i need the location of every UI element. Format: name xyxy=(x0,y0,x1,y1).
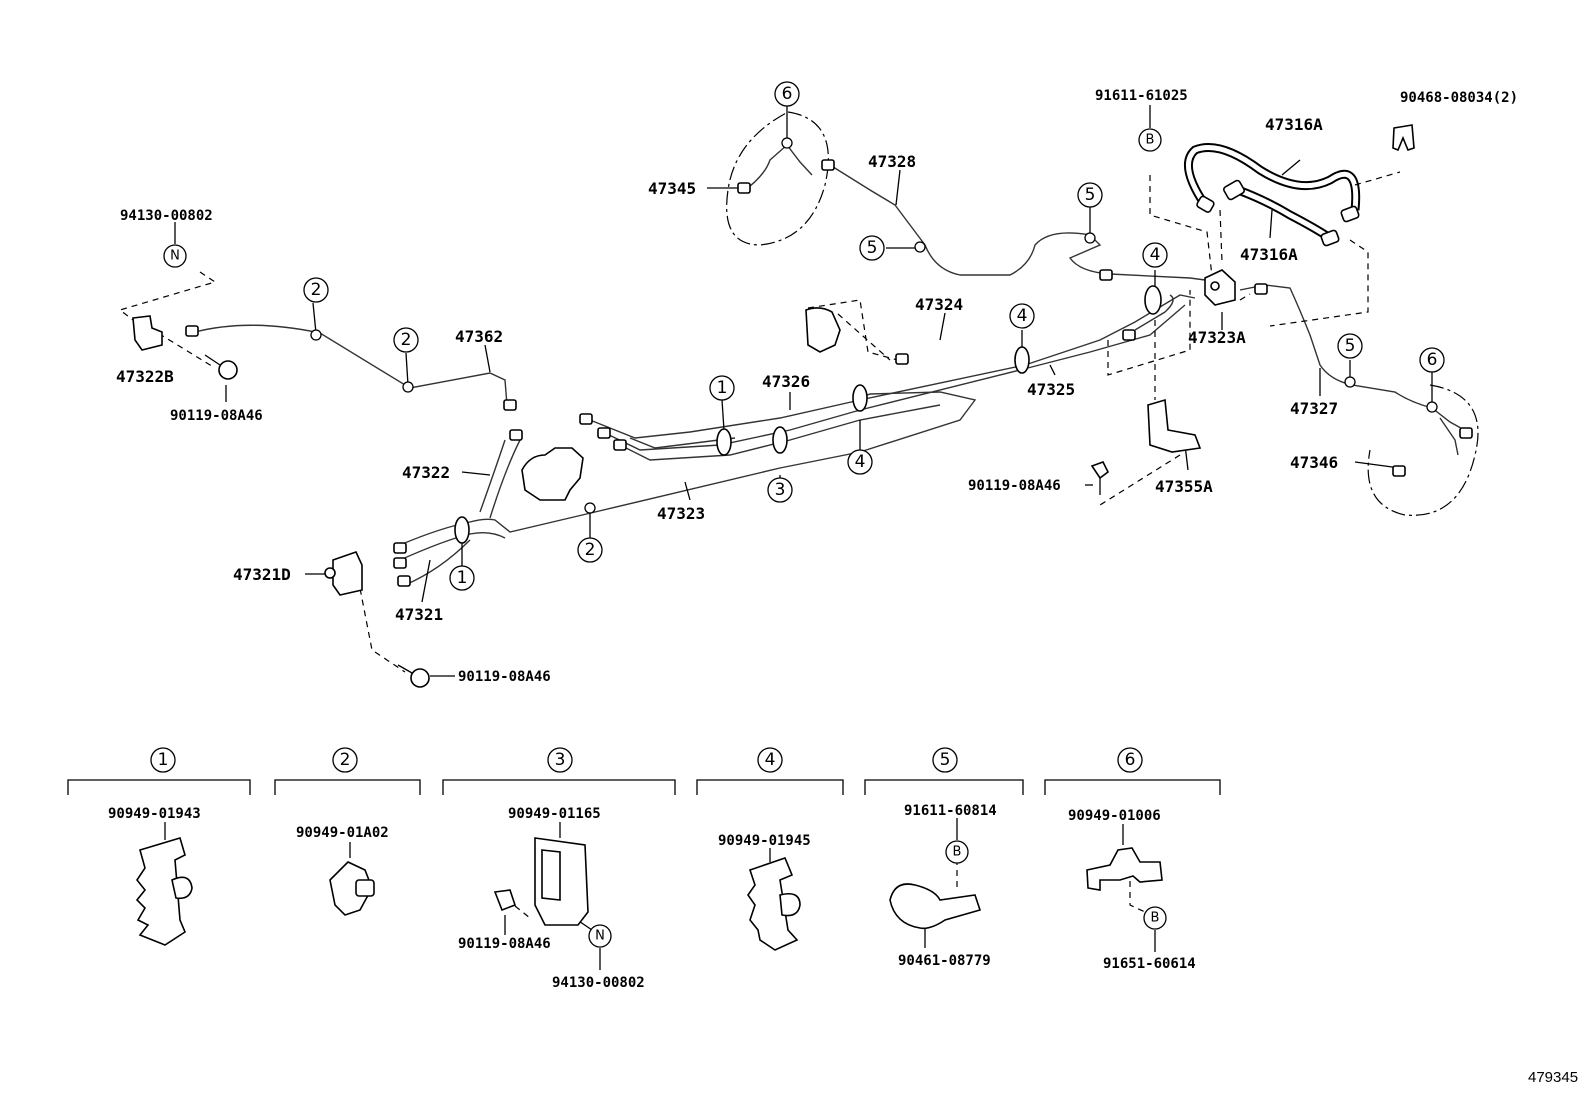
label-47325: 47325 xyxy=(1027,380,1075,399)
legend-4-part: 90949-01945 xyxy=(718,833,811,849)
svg-text:4: 4 xyxy=(1150,245,1161,265)
svg-text:4: 4 xyxy=(765,750,776,770)
label-90119-08A46-a: 90119-08A46 xyxy=(170,408,263,424)
svg-text:6: 6 xyxy=(1427,350,1438,370)
svg-text:N: N xyxy=(170,249,180,264)
legend-5-part-a: 91611-60814 xyxy=(904,803,997,819)
svg-text:3: 3 xyxy=(555,750,566,770)
callout-2-c: 2 xyxy=(577,537,603,563)
legend-1-part: 90949-01943 xyxy=(108,806,201,822)
legend-B-5: B xyxy=(945,840,969,864)
svg-text:1: 1 xyxy=(158,750,169,770)
flex-hose-47316A xyxy=(1184,143,1361,247)
svg-text:5: 5 xyxy=(940,750,951,770)
svg-text:2: 2 xyxy=(311,280,322,300)
legend-callout-6: 6 xyxy=(1117,747,1143,773)
label-91611-61025: 91611-61025 xyxy=(1095,88,1188,104)
callout-5-b: 5 xyxy=(859,235,885,261)
label-47321: 47321 xyxy=(395,605,443,624)
callout-6-a: 6 xyxy=(774,81,800,107)
label-47362: 47362 xyxy=(455,327,503,346)
label-94130-00802: 94130-00802 xyxy=(120,208,213,224)
svg-text:4: 4 xyxy=(855,452,866,472)
part-labels: 94130-00802 47322B 90119-08A46 47362 473… xyxy=(116,88,1518,685)
clip-4-shape xyxy=(747,856,799,951)
label-47346: 47346 xyxy=(1290,453,1338,472)
svg-text:N: N xyxy=(595,929,605,944)
callout-B-top: B xyxy=(1138,128,1162,152)
label-90119-08A46-c: 90119-08A46 xyxy=(968,478,1061,494)
label-47322: 47322 xyxy=(402,463,450,482)
label-47323: 47323 xyxy=(657,504,705,523)
callout-5-c: 5 xyxy=(1337,333,1363,359)
callout-4-b: 4 xyxy=(1009,303,1035,329)
diagram-ref-number: 479345 xyxy=(1528,1069,1578,1086)
svg-text:6: 6 xyxy=(782,84,793,104)
legend-6-part-a: 90949-01006 xyxy=(1068,808,1161,824)
svg-text:B: B xyxy=(953,845,962,860)
callout-4-a: 4 xyxy=(847,449,873,475)
svg-text:5: 5 xyxy=(1345,336,1356,356)
clip-5-shape xyxy=(889,883,982,930)
callout-2-a: 2 xyxy=(303,277,329,303)
svg-text:6: 6 xyxy=(1125,750,1136,770)
callout-4-c: 4 xyxy=(1142,242,1168,268)
front-left-wheel-outline xyxy=(726,111,829,246)
callout-1-b: 1 xyxy=(709,375,735,401)
svg-text:1: 1 xyxy=(457,568,468,588)
legend-3-part-a: 90949-01165 xyxy=(508,806,601,822)
svg-text:2: 2 xyxy=(585,540,596,560)
legend-callout-1: 1 xyxy=(150,747,176,773)
callout-2-b: 2 xyxy=(393,327,419,353)
label-47327: 47327 xyxy=(1290,399,1338,418)
legend-6-part-b: 91651-60614 xyxy=(1103,956,1196,972)
legend-3-part-b: 90119-08A46 xyxy=(458,936,551,952)
callout-3: 3 xyxy=(767,477,793,503)
legend-N: N xyxy=(588,924,612,948)
label-47316A-top: 47316A xyxy=(1265,115,1323,134)
label-90468-08034: 90468-08034(2) xyxy=(1400,90,1518,106)
svg-text:B: B xyxy=(1151,911,1160,926)
callouts: 2 2 1 2 1 3 4 4 4 5 5 5 6 6 N B xyxy=(163,81,1445,591)
label-47355A: 47355A xyxy=(1155,477,1213,496)
part-shapes xyxy=(132,124,1415,688)
svg-text:1: 1 xyxy=(717,378,728,398)
legend-3-part-c: 94130-00802 xyxy=(552,975,645,991)
label-47323A: 47323A xyxy=(1188,328,1246,347)
callout-N-top: N xyxy=(163,244,187,268)
legend-B-6: B xyxy=(1143,906,1167,930)
rear-right-wheel-outline xyxy=(1367,384,1479,516)
label-leaders xyxy=(174,105,1433,677)
label-47321D: 47321D xyxy=(233,565,291,584)
label-47324: 47324 xyxy=(915,295,963,314)
label-90119-08A46-b: 90119-08A46 xyxy=(458,669,551,685)
legend-callout-4: 4 xyxy=(757,747,783,773)
svg-text:3: 3 xyxy=(775,480,786,500)
clip-6-shape xyxy=(1086,847,1163,891)
svg-text:2: 2 xyxy=(401,330,412,350)
label-47316A-mid: 47316A xyxy=(1240,245,1298,264)
legend: 1 2 3 4 5 6 90949-01943 90949-01A02 9094… xyxy=(67,747,1221,991)
callout-1-a: 1 xyxy=(449,565,475,591)
clip-2-shape xyxy=(329,861,373,916)
svg-text:5: 5 xyxy=(867,238,878,258)
callout-5-a: 5 xyxy=(1077,182,1103,208)
label-47328: 47328 xyxy=(868,152,916,171)
label-47322B: 47322B xyxy=(116,367,174,386)
legend-5-part-b: 90461-08779 xyxy=(898,953,991,969)
legend-callout-5: 5 xyxy=(932,747,958,773)
svg-text:4: 4 xyxy=(1017,306,1028,326)
callout-6-b: 6 xyxy=(1419,347,1445,373)
legend-callout-2: 2 xyxy=(332,747,358,773)
label-47345: 47345 xyxy=(648,179,696,198)
svg-text:5: 5 xyxy=(1085,185,1096,205)
svg-text:2: 2 xyxy=(340,750,351,770)
legend-2-part: 90949-01A02 xyxy=(296,825,389,841)
svg-text:B: B xyxy=(1146,133,1155,148)
fittings xyxy=(185,137,1473,587)
label-47326: 47326 xyxy=(762,372,810,391)
legend-callout-3: 3 xyxy=(547,747,573,773)
clip-1-shape xyxy=(135,837,186,946)
